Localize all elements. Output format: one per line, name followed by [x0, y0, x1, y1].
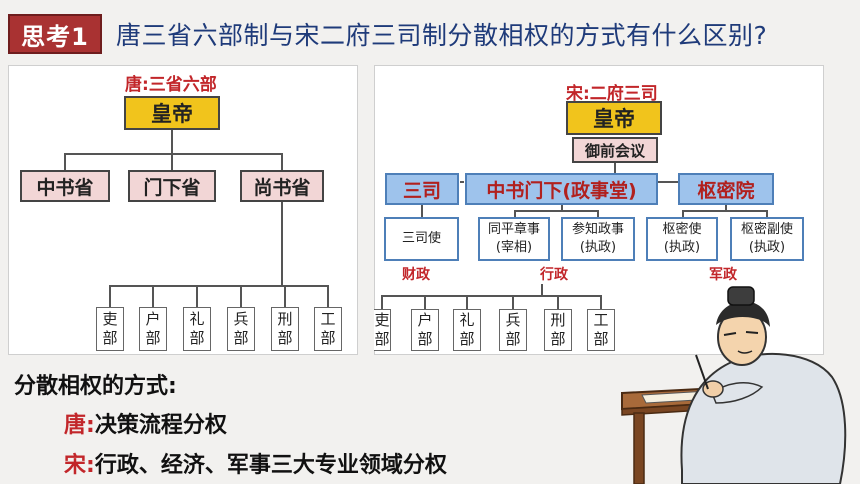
song-office-shumishi: 枢密使(执政) [646, 217, 718, 261]
song-connector [512, 295, 514, 309]
scholar [680, 286, 847, 484]
song-connector [557, 295, 559, 309]
tang-province-zhongshu: 中书省 [20, 170, 110, 202]
song-connector [725, 205, 727, 211]
tang-connector [152, 285, 154, 307]
summary-tang-line: 唐:决策流程分权 [64, 407, 227, 439]
tang-dept-li: 吏部 [96, 307, 124, 351]
tang-connector [281, 202, 283, 286]
tang-dept-li-rites: 礼部 [183, 307, 211, 351]
tang-title: 唐:三省六部 [125, 75, 217, 95]
song-branch-shumiyuan: 枢密院 [678, 173, 774, 205]
song-connector [466, 295, 468, 309]
song-connector [600, 295, 602, 309]
tang-emperor-box: 皇帝 [124, 96, 220, 130]
song-branch-sansi: 三司 [385, 173, 459, 205]
song-connector [514, 210, 516, 217]
tang-connector [171, 153, 173, 170]
song-connector [421, 205, 423, 217]
song-office-sansishi: 三司使 [384, 217, 459, 261]
tang-connector [284, 285, 286, 307]
song-title: 宋:二府三司 [566, 84, 658, 104]
tang-connector [281, 153, 283, 170]
song-office-shumifushi: 枢密副使(执政) [730, 217, 804, 261]
song-dept-bing: 兵部 [499, 309, 527, 351]
song-office-canzhizhengshi: 参知政事(执政) [561, 217, 635, 261]
song-connector [682, 210, 684, 217]
song-area-finance: 财政 [402, 267, 430, 283]
song-connector [381, 295, 383, 309]
tang-dept-xing: 刑部 [271, 307, 299, 351]
song-dept-li: 吏部 [374, 309, 391, 351]
tang-connector [171, 130, 173, 154]
song-connector [424, 295, 426, 309]
song-connector [658, 181, 678, 183]
song-connector [561, 205, 563, 211]
song-connector [766, 210, 768, 217]
question-badge: 思考1 [8, 14, 102, 54]
summary-song-text: 行政、经济、军事三大专业领域分权 [94, 453, 447, 478]
question-title: 唐三省六部制与宋二府三司制分散相权的方式有什么区别? [116, 21, 768, 50]
song-area-military: 军政 [709, 267, 737, 283]
song-dept-gong: 工部 [587, 309, 615, 351]
song-council-box: 御前会议 [572, 137, 658, 163]
summary-tang-text: 决策流程分权 [94, 413, 227, 438]
tang-connector [196, 285, 198, 307]
song-connector [597, 210, 599, 217]
tang-dept-bing: 兵部 [227, 307, 255, 351]
song-dept-xing: 刑部 [544, 309, 572, 351]
tang-province-shangshu: 尚书省 [240, 170, 324, 202]
tang-dept-gong: 工部 [314, 307, 342, 351]
tang-connector [109, 285, 329, 287]
song-branch-zhongshumenxia: 中书门下(政事堂) [465, 173, 658, 205]
song-emperor-box: 皇帝 [566, 101, 662, 135]
tang-connector [64, 153, 66, 170]
song-connector [614, 163, 616, 173]
tang-connector [64, 153, 282, 155]
tang-connector [327, 285, 329, 307]
song-connector [381, 295, 601, 297]
summary-tang-prefix: 唐: [64, 413, 95, 438]
scholar-illustration [621, 286, 847, 484]
song-area-administration: 行政 [540, 267, 568, 283]
tang-province-menxia: 门下省 [128, 170, 216, 202]
song-dept-hu: 户部 [411, 309, 439, 351]
tang-dept-hu: 户部 [139, 307, 167, 351]
song-connector [514, 210, 598, 212]
song-office-tongpingzhangshi: 同平章事(宰相) [478, 217, 550, 261]
song-connector [682, 210, 766, 212]
song-connector [460, 181, 464, 183]
song-connector [541, 284, 543, 296]
song-dept-li-rites: 礼部 [453, 309, 481, 351]
tang-connector [240, 285, 242, 307]
tang-connector [109, 285, 111, 307]
summary-song-line: 宋:行政、经济、军事三大专业领域分权 [64, 447, 447, 479]
summary-song-prefix: 宋: [64, 453, 95, 478]
summary-heading: 分散相权的方式: [14, 374, 177, 399]
